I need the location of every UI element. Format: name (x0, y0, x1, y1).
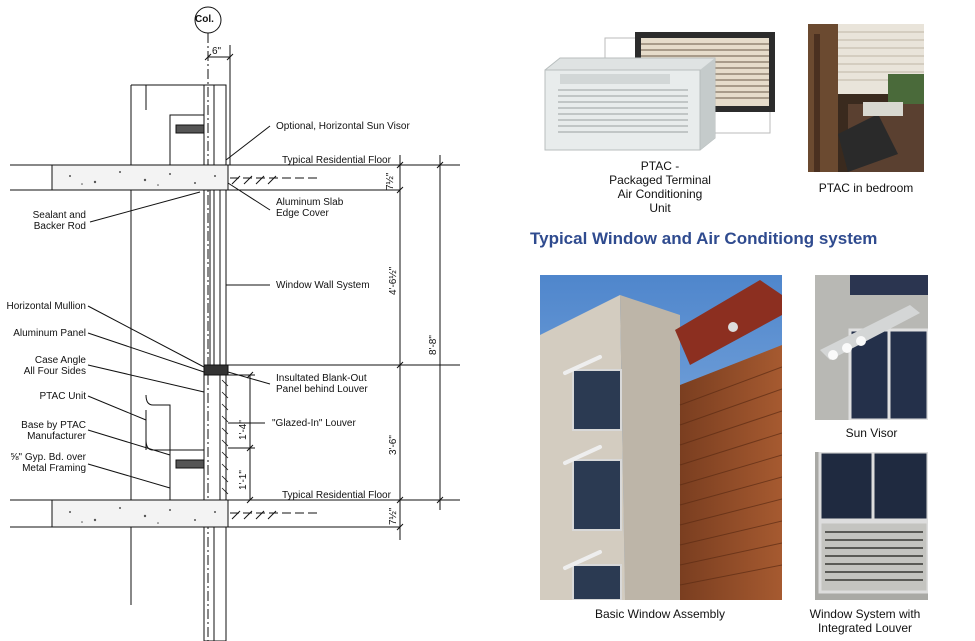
sun-visor-blades (230, 175, 320, 520)
callout-window-wall: Window Wall System (276, 280, 370, 291)
dim-slab-top: 7½" (385, 172, 396, 190)
basic-window-assembly-photo (540, 275, 782, 600)
horizontal-mullion (203, 364, 229, 376)
caption-ptac: PTAC - Packaged Terminal Air Conditionin… (609, 159, 711, 215)
callout-sealant: Sealant and Backer Rod (32, 210, 86, 232)
caption-integrated-louver: Window System with Integrated Louver (809, 607, 921, 635)
louver-hatch (221, 379, 229, 495)
callout-case-angle: Case Angle All Four Sides (23, 355, 86, 377)
dim-lower-height: 3'-6" (388, 435, 399, 455)
dim-louver-height: 1'-4" (238, 420, 249, 440)
window-wall-frame (203, 189, 227, 501)
callout-floor-bottom: Typical Residential Floor (282, 490, 391, 501)
callout-slab-edge: Aluminum Slab Edge Cover (276, 197, 344, 219)
ptac-unit-image (544, 32, 775, 151)
caption-sun-visor: Sun Visor (845, 426, 898, 440)
callout-floor-top: Typical Residential Floor (282, 155, 391, 166)
callout-aluminum-panel: Aluminum Panel (13, 328, 86, 339)
column-tag: Col. (195, 14, 214, 25)
callout-blank-out-panel: Insultated Blank-Out Panel behind Louver (276, 373, 368, 395)
callout-ptac-unit: PTAC Unit (39, 391, 87, 402)
dim-total-height: 8'-8" (428, 335, 439, 355)
dim-slab-bottom: 7½" (388, 507, 399, 525)
wall-section-drawing (10, 6, 460, 641)
callout-glazed-louver: "Glazed-In" Louver (272, 418, 356, 429)
sun-visor-photo (815, 275, 928, 420)
caption-basic-window: Basic Window Assembly (594, 607, 726, 621)
caption-bedroom: PTAC in bedroom (818, 181, 914, 195)
dim-top: 6" (212, 46, 222, 57)
section-heading: Typical Window and Air Conditiong system (530, 229, 878, 248)
ptac-unit (169, 449, 205, 501)
dim-window-height: 4'-6½" (388, 266, 399, 295)
upper-slab (51, 164, 229, 191)
dim-sill-height: 1'-1" (238, 470, 249, 490)
integrated-louver-photo (815, 452, 928, 600)
callout-base-ptac: Base by PTAC Manufacturer (21, 420, 86, 442)
lower-slab (51, 499, 229, 528)
callout-sun-visor: Optional, Horizontal Sun Visor (276, 121, 410, 132)
callout-horizontal-mullion: Horizontal Mullion (6, 301, 86, 312)
callout-gyp-board: ⅝" Gyp. Bd. over Metal Framing (10, 452, 86, 474)
ptac-bedroom-photo (808, 24, 924, 172)
